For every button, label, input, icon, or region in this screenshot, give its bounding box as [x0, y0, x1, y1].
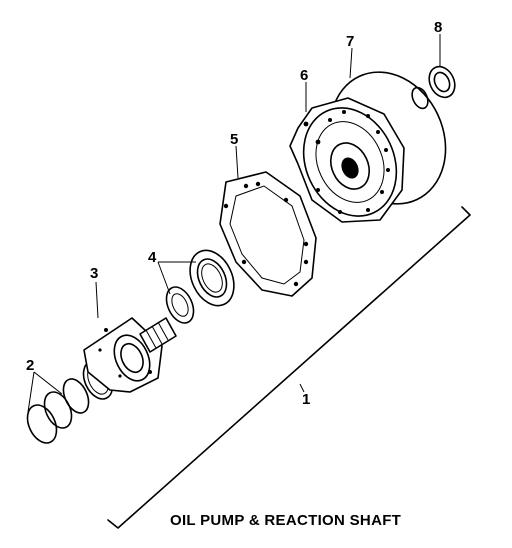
- part-4-seal-bearing: [165, 249, 235, 324]
- diagram-caption: OIL PUMP & REACTION SHAFT: [170, 512, 402, 529]
- callout-5: 5: [230, 131, 238, 148]
- part-6-pump-body: [289, 97, 405, 223]
- part-5-gasket: [219, 171, 317, 297]
- callout-2: 2: [26, 357, 34, 374]
- part-3-reaction-shaft: [82, 317, 177, 400]
- callout-4: 4: [148, 249, 157, 266]
- callout-7: 7: [346, 33, 354, 50]
- callout-1: 1: [302, 391, 310, 408]
- leader-lines: [27, 34, 441, 413]
- callout-3: 3: [90, 265, 98, 282]
- part-8-seal: [411, 65, 456, 110]
- callout-6: 6: [300, 67, 308, 84]
- callout-8: 8: [434, 19, 442, 36]
- assembly-bracket: [107, 206, 471, 529]
- part-2-seal-rings: [26, 378, 90, 444]
